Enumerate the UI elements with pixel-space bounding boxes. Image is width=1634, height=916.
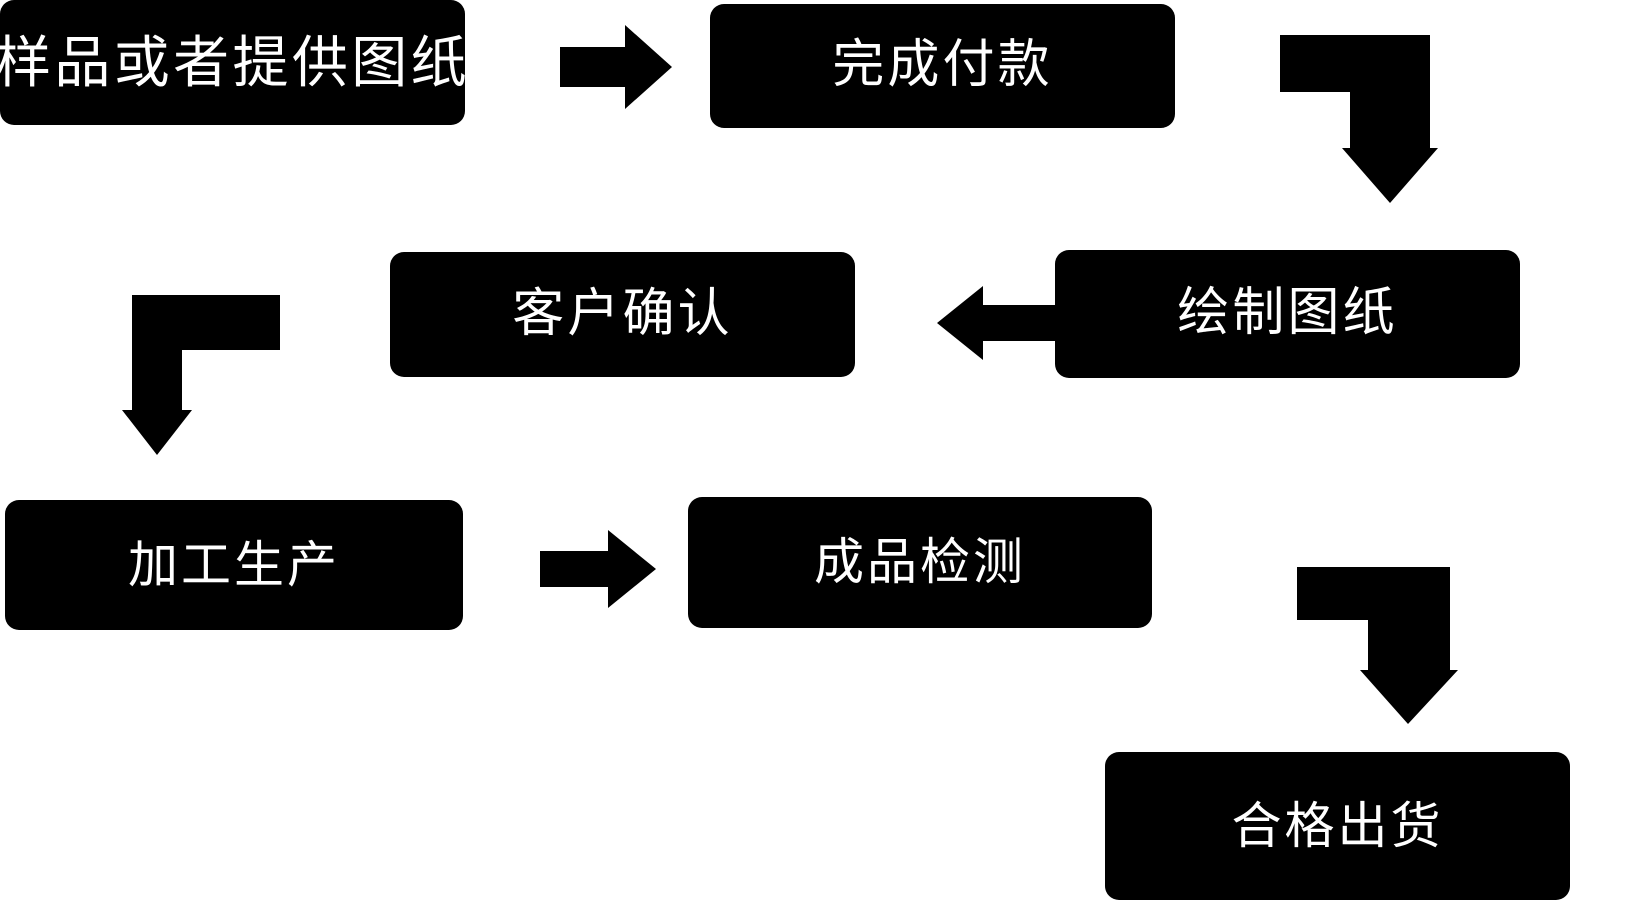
flow-node-sample-drawing[interactable]: 样品或者提供图纸 — [0, 0, 467, 125]
arrow-right-icon — [535, 22, 675, 112]
elbow-arrow-left-down-icon — [120, 290, 295, 460]
flow-node-complete-payment[interactable]: 完成付款 — [710, 4, 1175, 128]
flow-node-final-inspection[interactable]: 成品检测 — [688, 497, 1152, 628]
flow-node-label: 成品检测 — [814, 534, 1026, 590]
flow-node-label: 加工生产 — [128, 536, 340, 593]
flow-node-customer-confirm[interactable]: 客户确认 — [390, 252, 855, 377]
elbow-arrow-right-down-icon — [1240, 562, 1460, 727]
flow-node-label: 客户确认 — [512, 284, 733, 343]
flow-node-label: 完成付款 — [832, 36, 1053, 95]
flow-node-production[interactable]: 加工生产 — [5, 500, 463, 630]
arrow-right-icon — [528, 527, 658, 611]
flow-node-label: 绘制图纸 — [1177, 284, 1398, 343]
flow-node-label: 合格出货 — [1231, 797, 1444, 854]
flow-node-qualified-shipment[interactable]: 合格出货 — [1105, 752, 1570, 900]
flow-node-label: 样品或者提供图纸 — [0, 30, 470, 94]
elbow-arrow-right-down-icon — [1225, 30, 1440, 205]
flow-node-draw-blueprint[interactable]: 绘制图纸 — [1055, 250, 1520, 378]
arrow-left-icon — [935, 283, 1060, 363]
